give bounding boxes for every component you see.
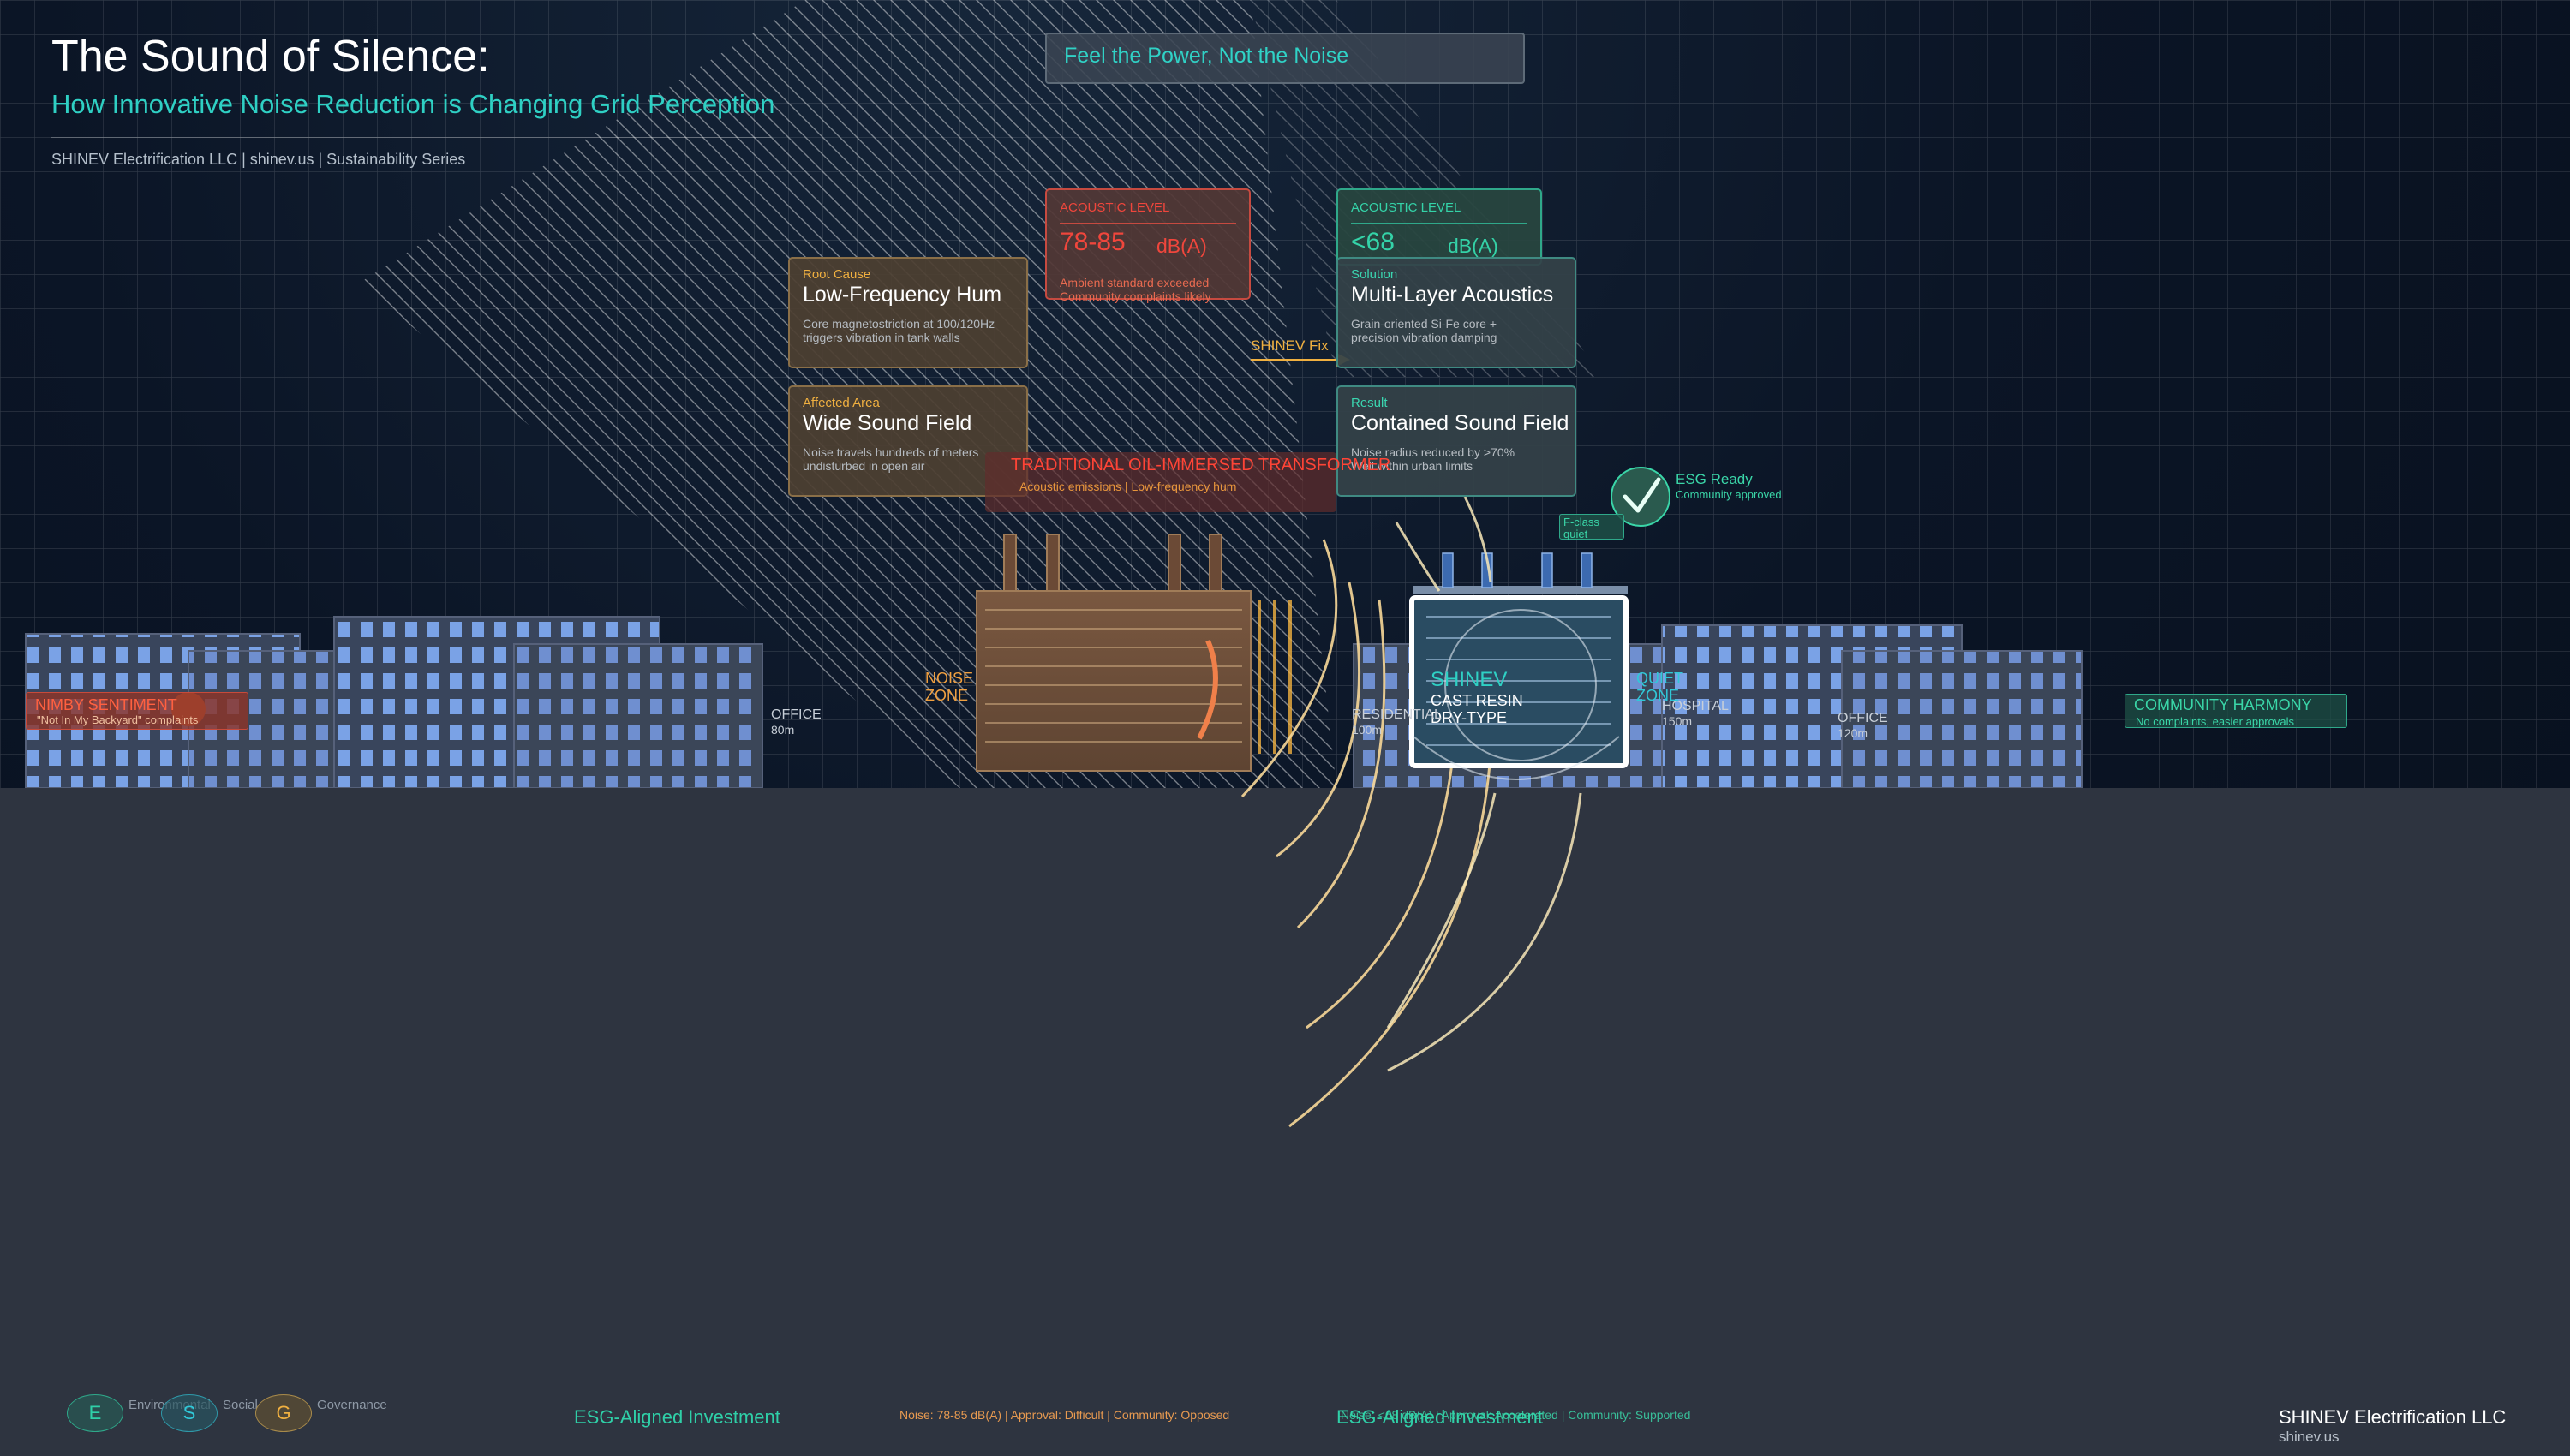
root-cause-card: Root Cause Low-Frequency Hum Core magnet…: [788, 257, 1028, 368]
solution-desc-2: precision vibration damping: [1351, 331, 1497, 344]
tagline-text: Feel the Power, Not the Noise: [1064, 44, 1349, 68]
result-desc-2: Well within urban limits: [1351, 459, 1473, 473]
solution-heading: Multi-Layer Acoustics: [1351, 283, 1554, 307]
page-subtitle: How Innovative Noise Reduction is Changi…: [51, 89, 775, 119]
root-cause-label: Root Cause: [803, 267, 871, 282]
footer-url[interactable]: shinev.us: [2279, 1429, 2340, 1445]
affected-area-desc-2: undisturbed in open air: [803, 459, 925, 473]
f-class-line-2: quiet: [1563, 528, 1588, 540]
noise-waves: [1240, 539, 1492, 1128]
fix-label: SHINEV Fix: [1251, 337, 1329, 354]
building-distance-residential: 100m: [1352, 723, 1383, 737]
footer-after-stats: Noise: <68 dB(A) | Approval: Accelerated…: [1341, 1408, 1691, 1422]
building-distance-office-left: 80m: [771, 723, 795, 737]
building-label-hospital: HOSPITAL: [1662, 699, 1729, 713]
solution-desc-1: Grain-oriented Si-Fe core +: [1351, 317, 1497, 331]
header-divider: [51, 137, 771, 138]
community-harmony-tag: COMMUNITY HARMONY No complaints, easier …: [2125, 694, 2347, 728]
noise-zone-label-1: NOISE: [925, 670, 974, 687]
root-cause-desc-1: Core magnetostriction at 100/120Hz: [803, 317, 995, 331]
building-label-residential: RESIDENTIAL: [1352, 707, 1442, 722]
esg-badge-g-letter: G: [276, 1402, 291, 1423]
root-cause-desc-2: triggers vibration in tank walls: [803, 331, 960, 344]
esg-ready-title: ESG Ready: [1676, 471, 1753, 487]
acoustic-before-label: ACOUSTIC LEVEL: [1060, 200, 1170, 215]
ground: [0, 788, 2570, 1456]
footer-investment-right: ESG-Aligned Investment: [1336, 1406, 1543, 1428]
nimby-title: NIMBY SENTIMENT: [35, 696, 177, 713]
building-distance-hospital: 150m: [1662, 714, 1693, 728]
footer-before-stats: Noise: 78-85 dB(A) | Approval: Difficult…: [900, 1408, 1230, 1422]
building-label-office-right: OFFICE: [1838, 711, 1888, 725]
esg-badge-s: S: [161, 1394, 218, 1432]
esg-ready-sub: Community approved: [1676, 488, 1782, 501]
building-distance-office-right: 120m: [1838, 726, 1868, 740]
esg-badge-s-letter: S: [182, 1402, 196, 1423]
acoustic-after-divider: [1351, 223, 1527, 224]
tagline-box: Feel the Power, Not the Noise: [1045, 33, 1525, 84]
quiet-zone-label-2: ZONE: [1636, 687, 1680, 704]
shinev-unit-line-2: DRY-TYPE: [1431, 709, 1508, 726]
acoustic-before-value: 78-85: [1060, 228, 1126, 256]
building-label-office-left: OFFICE: [771, 707, 822, 722]
traditional-transformer: [976, 534, 1292, 772]
esg-badge-g: G: [255, 1394, 312, 1432]
acoustic-before-divider: [1060, 223, 1236, 224]
acoustic-after-card: ACOUSTIC LEVEL <68 dB(A): [1336, 188, 1542, 266]
shinev-transformer: [1386, 496, 1629, 1072]
nimby-sentiment-tag: NIMBY SENTIMENT "Not In My Backyard" com…: [26, 692, 248, 730]
affected-area-label: Affected Area: [803, 396, 880, 410]
esg-word-governance: Governance: [317, 1398, 387, 1412]
quiet-zone-label-1: QUIET: [1636, 670, 1684, 687]
affected-area-desc-1: Noise travels hundreds of meters: [803, 445, 979, 459]
result-heading: Contained Sound Field: [1351, 411, 1569, 435]
footer-company: SHINEV Electrification LLC: [2279, 1406, 2507, 1428]
f-class-badge: F-class quiet: [1559, 514, 1624, 540]
root-cause-heading: Low-Frequency Hum: [803, 283, 1002, 307]
shinev-unit-line-1: CAST RESIN: [1431, 692, 1523, 709]
esg-check-icon: [1611, 467, 1670, 527]
acoustic-before-unit: dB(A): [1156, 235, 1207, 257]
f-class-line-1: F-class: [1563, 516, 1599, 528]
result-card: Result Contained Sound Field Noise radiu…: [1336, 385, 1576, 497]
acoustic-before-card: ACOUSTIC LEVEL 78-85 dB(A) Ambient stand…: [1045, 188, 1251, 303]
result-label: Result: [1351, 396, 1388, 410]
solution-label: Solution: [1351, 267, 1398, 282]
byline: SHINEV Electrification LLC | shinev.us |…: [51, 151, 466, 168]
footer-investment-left: ESG-Aligned Investment: [574, 1406, 780, 1428]
acoustic-after-unit: dB(A): [1448, 235, 1498, 257]
shinev-unit-name: SHINEV: [1431, 668, 1508, 691]
acoustic-after-label: ACOUSTIC LEVEL: [1351, 200, 1461, 215]
acoustic-before-note-2: Community complaints likely: [1060, 289, 1211, 303]
solution-card: Solution Multi-Layer Acoustics Grain-ori…: [1336, 257, 1576, 368]
nimby-quote: "Not In My Backyard" complaints: [37, 713, 199, 726]
affected-area-heading: Wide Sound Field: [803, 411, 972, 435]
noise-zone-label-2: ZONE: [925, 687, 969, 704]
acoustic-before-note-1: Ambient standard exceeded: [1060, 276, 1210, 289]
esg-badge-e-letter: E: [88, 1402, 102, 1423]
acoustic-after-value: <68: [1351, 228, 1395, 256]
harmony-title: COMMUNITY HARMONY: [2134, 696, 2312, 713]
traditional-transformer-sub: Acoustic emissions | Low-frequency hum: [1019, 480, 1237, 493]
esg-badge-e: E: [67, 1394, 123, 1432]
harmony-sub: No complaints, easier approvals: [2136, 715, 2294, 728]
page-title: The Sound of Silence:: [51, 32, 490, 81]
traditional-transformer-tag: TRADITIONAL OIL-IMMERSED TRANSFORMER Aco…: [985, 452, 1390, 512]
result-desc-1: Noise radius reduced by >70%: [1351, 445, 1515, 459]
traditional-transformer-label: TRADITIONAL OIL-IMMERSED TRANSFORMER: [1011, 456, 1391, 474]
esg-word-social: Social: [223, 1398, 258, 1412]
